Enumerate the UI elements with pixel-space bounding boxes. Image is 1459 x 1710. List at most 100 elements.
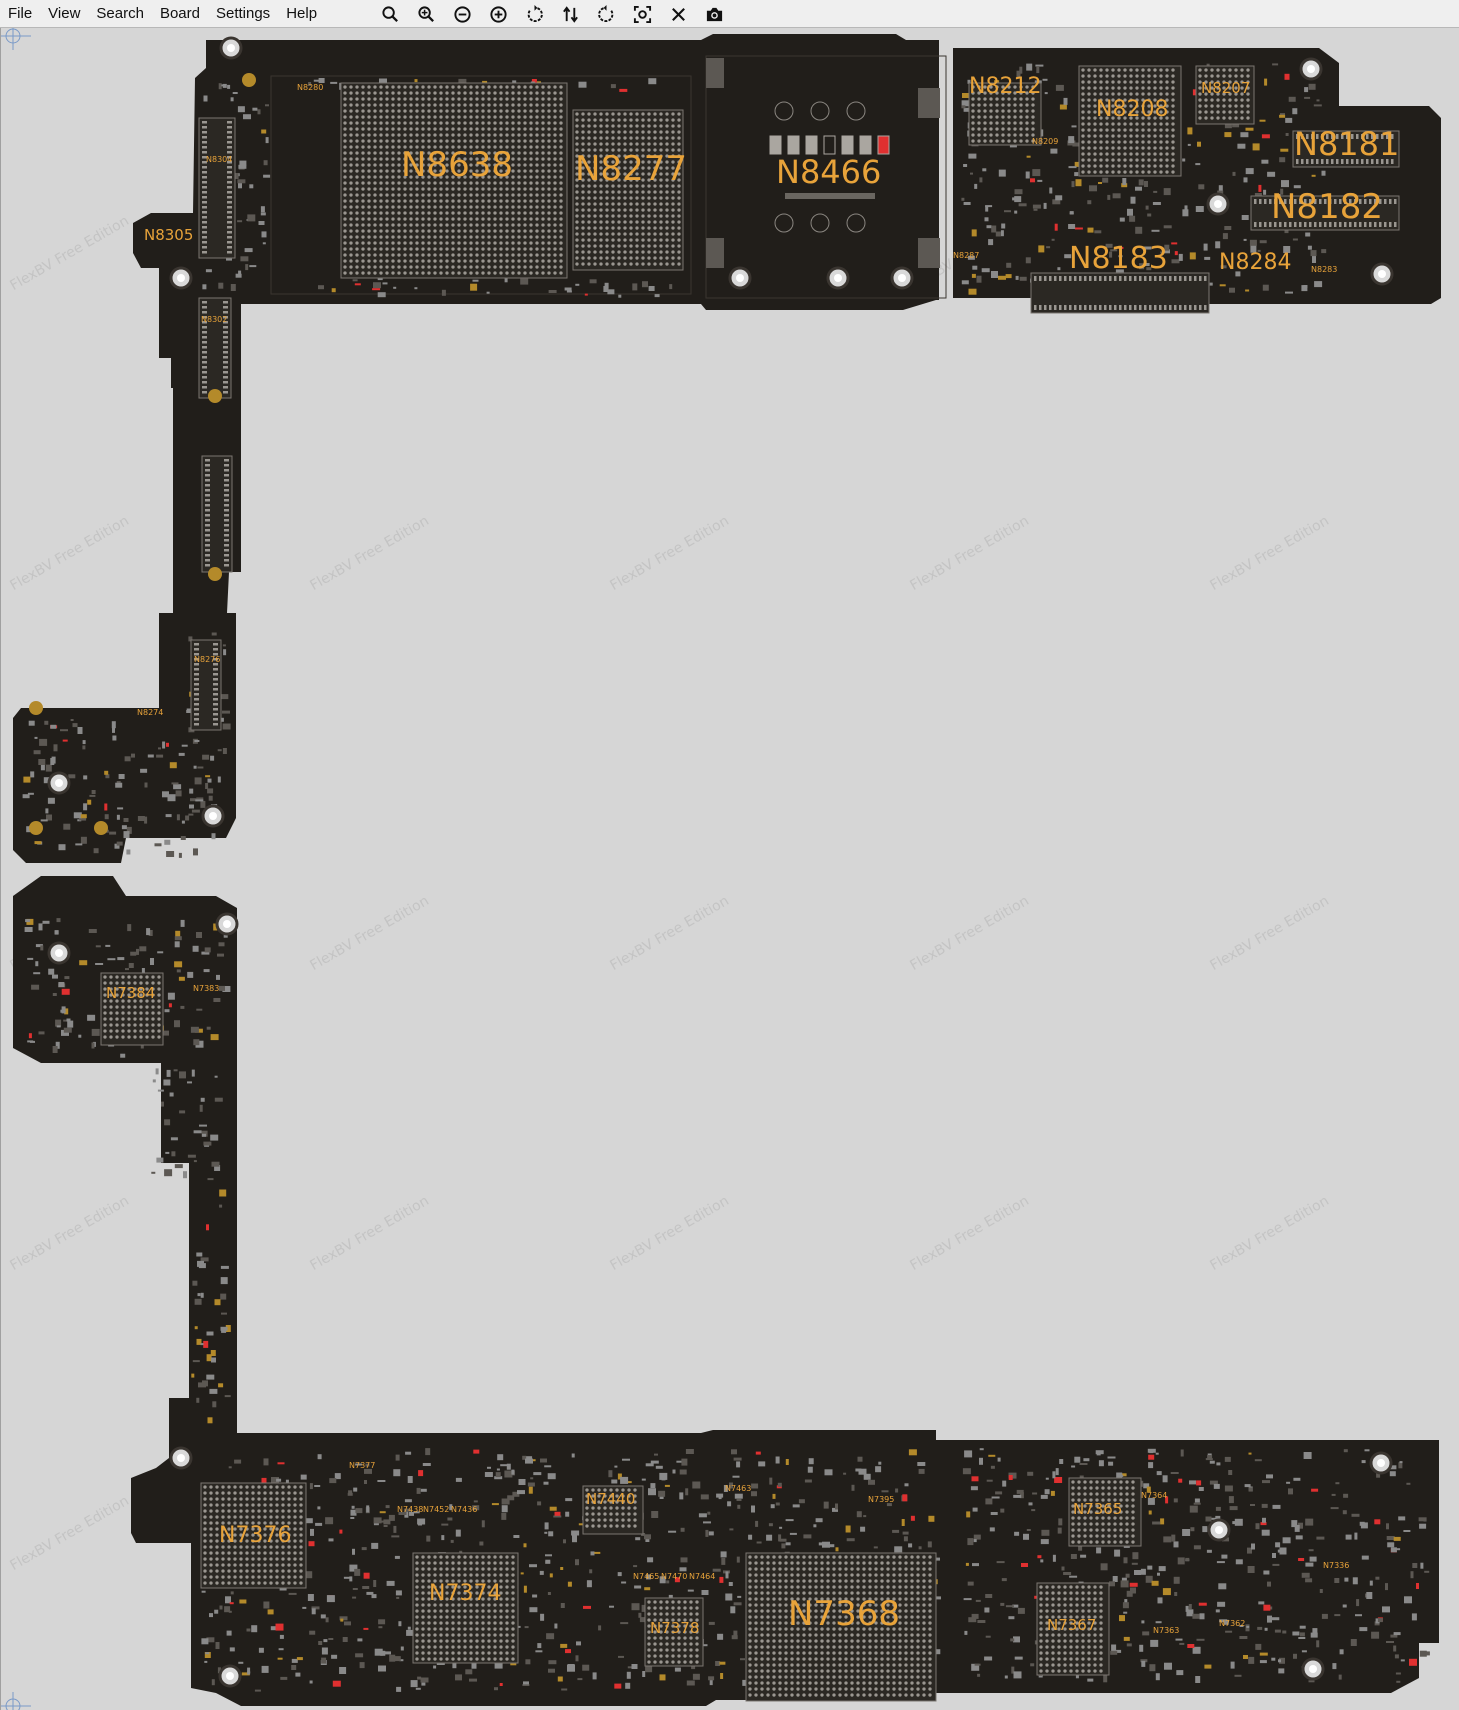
ball xyxy=(517,247,521,251)
ball xyxy=(1228,92,1232,96)
pad xyxy=(873,1546,878,1549)
ball xyxy=(481,1609,485,1613)
ball xyxy=(439,1657,443,1661)
ball xyxy=(457,211,461,215)
screenshot-button[interactable] xyxy=(696,0,732,28)
ball xyxy=(433,1609,437,1613)
ball xyxy=(367,181,371,185)
ball xyxy=(409,127,413,131)
ball xyxy=(665,184,669,188)
ball xyxy=(517,253,521,257)
ball xyxy=(553,109,557,113)
ball xyxy=(239,1503,243,1507)
ball xyxy=(760,1609,764,1613)
ball xyxy=(469,1585,473,1589)
ball xyxy=(1117,80,1121,84)
ball xyxy=(1147,158,1151,162)
pad xyxy=(1312,256,1316,263)
ball xyxy=(1135,140,1139,144)
ball xyxy=(1222,98,1226,102)
close-button[interactable] xyxy=(660,0,696,28)
menu-help[interactable]: Help xyxy=(286,4,318,22)
zoom-fit-button[interactable] xyxy=(480,0,516,28)
pad xyxy=(1262,1517,1266,1523)
pad xyxy=(1251,1543,1255,1550)
ball xyxy=(493,229,497,233)
ball xyxy=(659,112,663,116)
ball xyxy=(1025,115,1029,119)
ball xyxy=(910,1585,914,1589)
pad xyxy=(191,1069,195,1077)
ball xyxy=(451,133,455,137)
ball xyxy=(1141,122,1145,126)
pad xyxy=(979,1448,984,1451)
ball xyxy=(239,1521,243,1525)
zoom-out-button[interactable] xyxy=(444,0,480,28)
ball xyxy=(814,1567,818,1571)
pad xyxy=(647,1557,654,1563)
ball xyxy=(445,229,449,233)
ball xyxy=(493,1645,497,1649)
pad xyxy=(634,1585,642,1589)
ball xyxy=(349,247,353,251)
ball xyxy=(511,91,515,95)
ball xyxy=(463,1633,467,1637)
menu-board[interactable]: Board xyxy=(159,4,200,22)
ball xyxy=(1031,115,1035,119)
ball xyxy=(439,169,443,173)
rotate-left-button[interactable] xyxy=(516,0,552,28)
ball xyxy=(808,1567,812,1571)
pad xyxy=(529,1564,537,1568)
ball xyxy=(629,130,633,134)
ball xyxy=(373,229,377,233)
ball xyxy=(433,271,437,275)
ball xyxy=(653,250,657,254)
ball xyxy=(1153,86,1157,90)
ball xyxy=(629,220,633,224)
ball xyxy=(1198,92,1202,96)
ball xyxy=(529,199,533,203)
ball xyxy=(499,1585,503,1589)
center-button[interactable] xyxy=(624,0,660,28)
ball xyxy=(989,109,993,113)
flip-button[interactable] xyxy=(552,0,588,28)
ball xyxy=(379,103,383,107)
pad xyxy=(271,1477,279,1484)
menu-settings[interactable]: Settings xyxy=(215,4,271,22)
pad xyxy=(385,1505,390,1509)
ball xyxy=(772,1585,776,1589)
ball xyxy=(239,1569,243,1573)
ball xyxy=(772,1561,776,1565)
zoom-in-button[interactable] xyxy=(408,0,444,28)
ball xyxy=(517,271,521,275)
pad xyxy=(1070,1554,1077,1559)
pad xyxy=(1298,1522,1303,1529)
ball xyxy=(629,208,633,212)
ball xyxy=(269,1515,273,1519)
rotate-right-button[interactable] xyxy=(588,0,624,28)
pad xyxy=(967,1581,974,1586)
ball xyxy=(653,232,657,236)
ball xyxy=(844,1609,848,1613)
zoom-button[interactable] xyxy=(372,0,408,28)
ball xyxy=(1234,92,1238,96)
ball xyxy=(535,247,539,251)
pad xyxy=(473,1500,478,1503)
menu-view[interactable]: View xyxy=(48,4,81,22)
ball xyxy=(1159,74,1163,78)
pad xyxy=(1140,1659,1148,1663)
ball xyxy=(832,1561,836,1565)
ball xyxy=(971,127,975,131)
pad xyxy=(190,1026,199,1033)
menu-search[interactable]: Search xyxy=(96,4,144,22)
pad xyxy=(1284,73,1290,80)
pad xyxy=(971,1476,979,1482)
ball xyxy=(481,1579,485,1583)
ball xyxy=(493,1639,497,1643)
menu-file[interactable]: File xyxy=(8,4,33,22)
pad xyxy=(1292,108,1298,115)
pad xyxy=(976,275,982,283)
pad xyxy=(87,1014,96,1021)
